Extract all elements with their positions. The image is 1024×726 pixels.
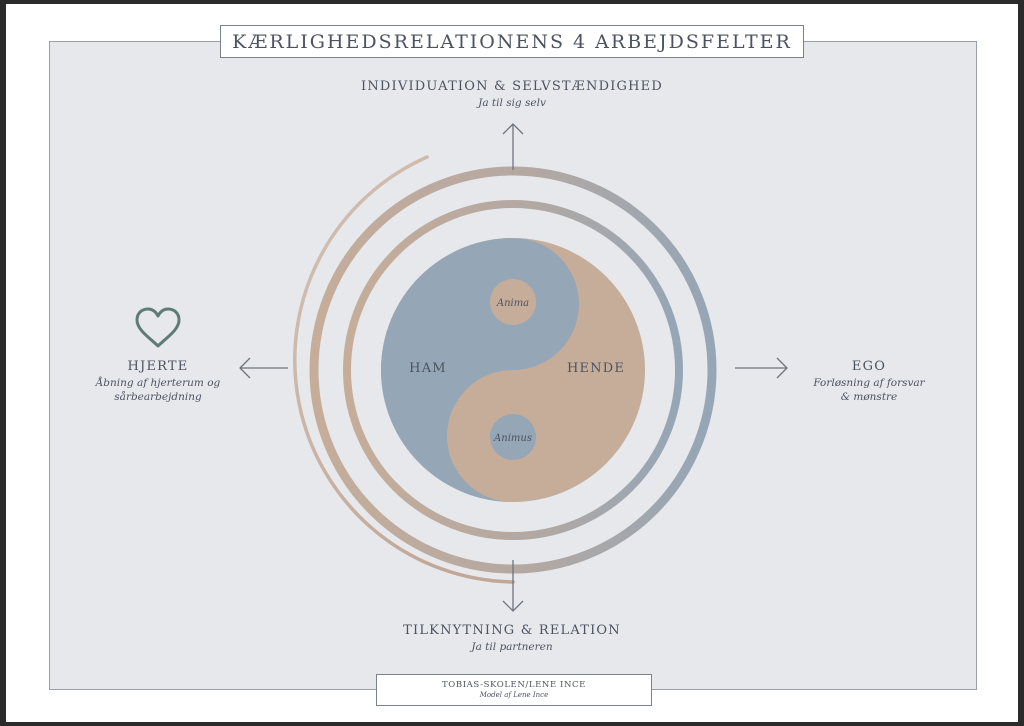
anima-dot [490,279,536,325]
ham-label: HAM [409,361,447,376]
left-subtitle-line2: sårbearbejdning [114,391,202,403]
arrow-down [502,560,524,612]
left-subtitle-line1: Åbning af hjerterum og [95,377,221,389]
right-subtitle-line2: & mønstre [840,391,898,403]
title-box: KÆRLIGHEDSRELATIONENS 4 ARBEJDSFELTER [220,25,804,58]
arrow-left [239,357,288,379]
top-subtitle: Ja til sig selv [478,97,546,109]
arrow-up [502,123,524,170]
heart-icon [135,307,181,348]
inner-ring [343,200,683,540]
left-label: HJERTE Åbning af hjerterum og sårbearbej… [78,359,238,404]
bottom-heading: TILKNYTNING & RELATION [403,623,621,638]
animus-dot [490,414,536,460]
top-label: INDIVIDUATION & SELVSTÆNDIGHED Ja til si… [312,79,712,110]
bottom-subtitle: Ja til partneren [471,641,553,653]
right-subtitle-line1: Forløsning af forsvar [813,377,925,389]
right-label: EGO Forløsning af forsvar & mønstre [789,359,949,404]
credit-line1: TOBIAS-SKOLEN/LENE INCE [442,680,586,690]
left-subtitle: Åbning af hjerterum og sårbearbejdning [78,376,238,404]
yin-yang [381,238,645,502]
hende-label: HENDE [567,361,625,376]
spiral-tail [293,155,515,584]
right-subtitle: Forløsning af forsvar & mønstre [789,376,949,404]
right-heading: EGO [851,359,887,374]
animus-label: Animus [493,433,532,444]
page-title: KÆRLIGHEDSRELATIONENS 4 ARBEJDSFELTER [232,30,792,53]
arrow-right [735,357,788,379]
bottom-label: TILKNYTNING & RELATION Ja til partneren [312,623,712,654]
credit-line2: Model af Lene Ince [479,691,549,699]
left-heading: HJERTE [127,359,189,374]
top-heading: INDIVIDUATION & SELVSTÆNDIGHED [361,79,663,94]
anima-label: Anima [496,298,529,309]
credit-box: TOBIAS-SKOLEN/LENE INCE Model af Lene In… [376,674,652,706]
